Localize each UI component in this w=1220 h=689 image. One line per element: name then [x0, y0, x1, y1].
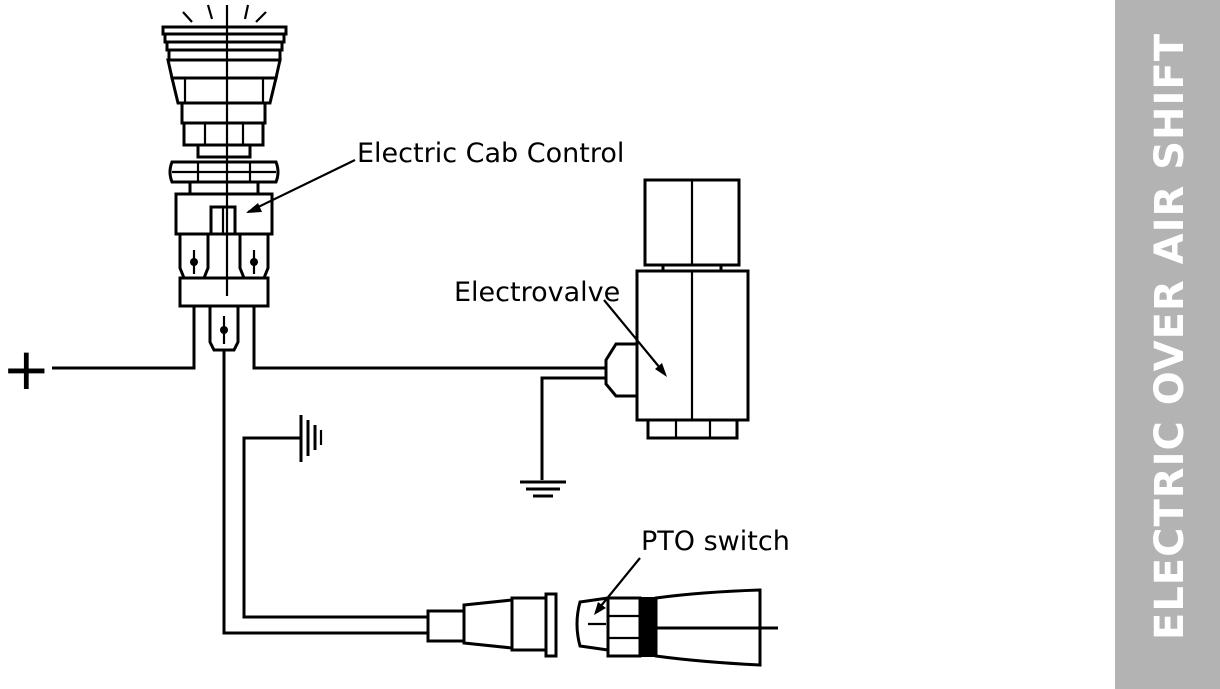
label-pto-switch: PTO switch	[641, 526, 790, 557]
ground-symbol-vertical	[299, 415, 323, 462]
electric-cab-control	[161, 4, 288, 352]
label-positive-terminal: +	[2, 335, 51, 403]
side-banner-title: ELECTRIC OVER AIR SHIFT	[1147, 33, 1193, 640]
electrovalve	[604, 178, 750, 440]
callout-leaders	[246, 159, 667, 615]
side-banner: ELECTRIC OVER AIR SHIFT	[1115, 0, 1220, 689]
chassis-ground-symbol	[520, 480, 566, 498]
pto-switch	[426, 588, 778, 667]
wiring	[52, 306, 608, 635]
indicator-light-rays	[182, 4, 267, 23]
side-banner-background	[1115, 0, 1220, 689]
label-electric-cab-control: Electric Cab Control	[357, 138, 624, 169]
label-electrovalve: Electrovalve	[454, 277, 620, 308]
